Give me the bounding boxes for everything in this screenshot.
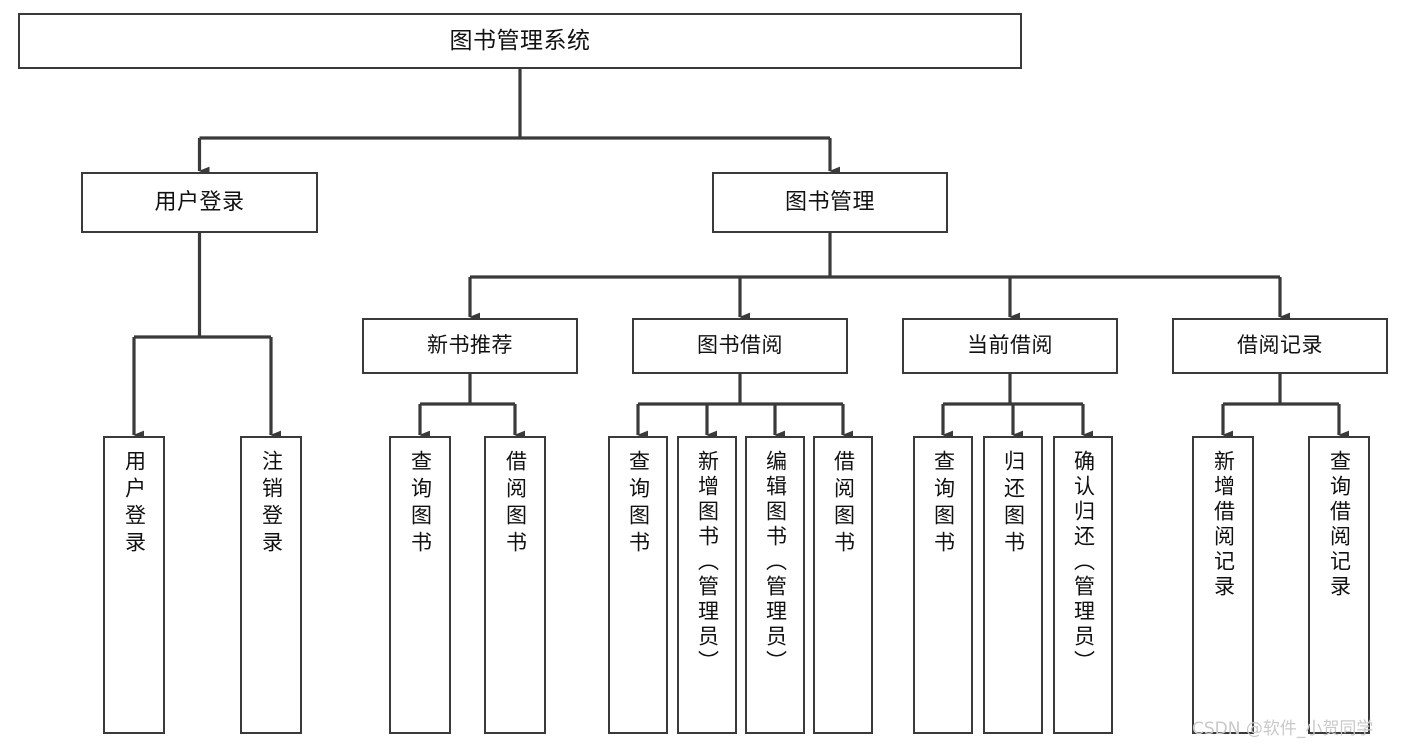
node-borrow-record-label: 借阅记录 [1237,334,1323,358]
node-root[interactable]: 图书管理系统 [18,13,1022,69]
node-current-borrow-label: 当前借阅 [967,334,1053,358]
node-leaf-borrow-book[interactable]: 借阅图书 [813,436,873,734]
node-leaf-borrow-book-rec-label: 借阅图书 [503,450,527,558]
node-user-login[interactable]: 用户登录 [81,172,318,233]
node-leaf-user-login-label: 用户登录 [122,450,146,558]
node-leaf-query-book-rec-label: 查询图书 [408,450,432,558]
node-leaf-add-book[interactable]: 新增图书（管理员） [677,436,737,734]
node-root-label: 图书管理系统 [449,27,591,54]
node-leaf-add-book-label: 新增图书（管理员） [695,450,719,675]
node-leaf-query-record-label: 查询借阅记录 [1327,450,1351,600]
node-leaf-confirm-return-label: 确认归还（管理员） [1071,450,1095,675]
node-leaf-confirm-return[interactable]: 确认归还（管理员） [1053,436,1113,734]
node-new-book-rec[interactable]: 新书推荐 [362,318,578,374]
node-leaf-query-book-borrow[interactable]: 查询图书 [608,436,668,734]
node-leaf-return-book[interactable]: 归还图书 [983,436,1043,734]
node-leaf-logout-label: 注销登录 [259,450,283,558]
node-leaf-query-book-rec[interactable]: 查询图书 [389,436,451,734]
node-leaf-return-book-label: 归还图书 [1001,450,1025,558]
node-leaf-query-record[interactable]: 查询借阅记录 [1308,436,1370,734]
node-leaf-edit-book[interactable]: 编辑图书（管理员） [745,436,805,734]
node-leaf-query-book-cur[interactable]: 查询图书 [913,436,973,734]
node-book-borrow-label: 图书借阅 [697,334,783,358]
node-leaf-query-book-borrow-label: 查询图书 [626,450,650,558]
node-leaf-logout[interactable]: 注销登录 [240,436,302,734]
node-leaf-borrow-book-rec[interactable]: 借阅图书 [484,436,546,734]
node-leaf-add-record-label: 新增借阅记录 [1211,450,1235,600]
node-new-book-rec-label: 新书推荐 [427,334,513,358]
node-leaf-borrow-book-label: 借阅图书 [831,450,855,558]
node-leaf-edit-book-label: 编辑图书（管理员） [763,450,787,675]
node-borrow-record[interactable]: 借阅记录 [1172,318,1388,374]
node-leaf-user-login[interactable]: 用户登录 [103,436,165,734]
node-user-login-label: 用户登录 [154,189,245,215]
node-book-manage-label: 图书管理 [784,189,875,215]
node-book-manage[interactable]: 图书管理 [712,172,948,233]
tree-connectors [132,69,1350,440]
node-leaf-add-record[interactable]: 新增借阅记录 [1192,436,1254,734]
node-current-borrow[interactable]: 当前借阅 [902,318,1118,374]
node-leaf-query-book-cur-label: 查询图书 [931,450,955,558]
node-book-borrow[interactable]: 图书借阅 [632,318,848,374]
csdn-watermark: CSDN @软件_小贺同学 [1192,719,1374,739]
